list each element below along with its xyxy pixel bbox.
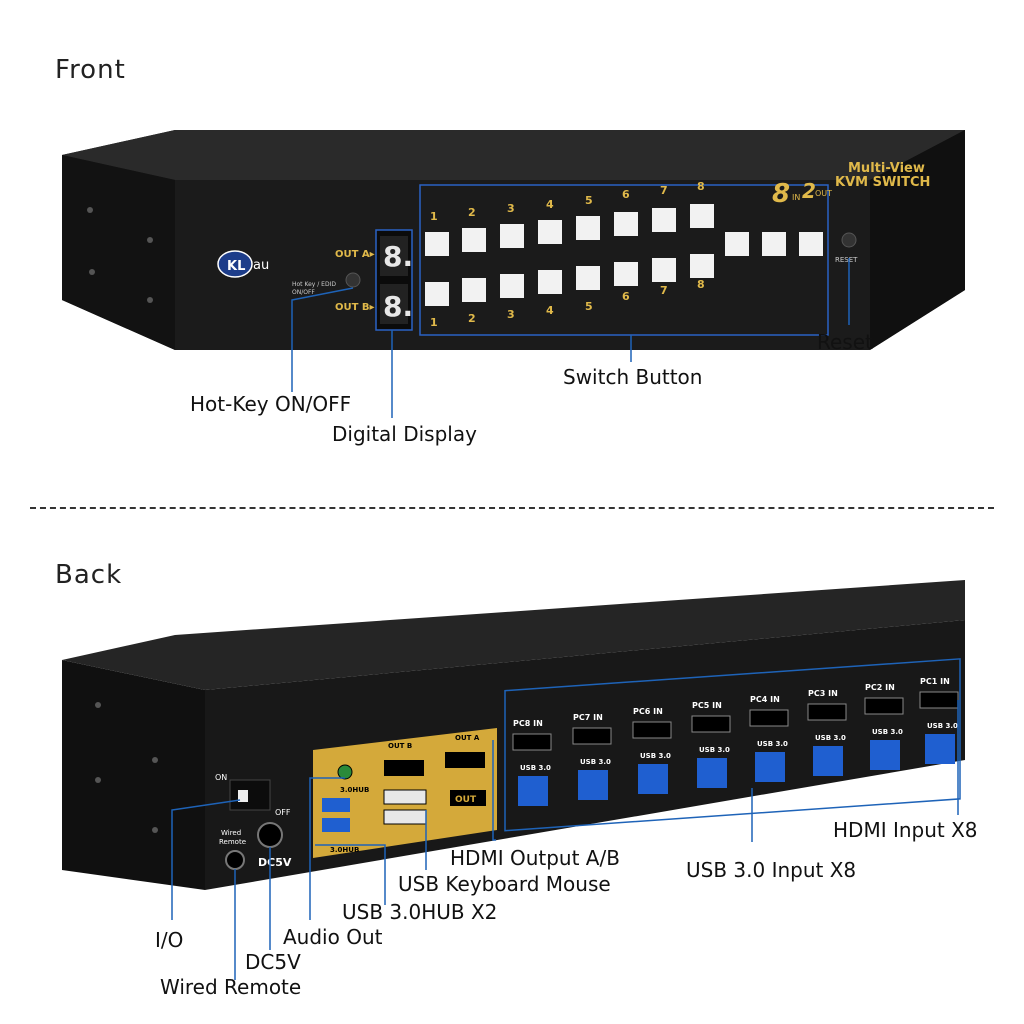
svg-text:1: 1 bbox=[430, 316, 438, 329]
svg-text:Remote: Remote bbox=[219, 838, 246, 846]
svg-text:USB 3.0: USB 3.0 bbox=[640, 752, 671, 760]
svg-text:OUT B: OUT B bbox=[388, 742, 412, 750]
dc5v-callout-label: DC5V bbox=[245, 950, 301, 974]
svg-text:USB 3.0: USB 3.0 bbox=[757, 740, 788, 748]
hdmi-input-callout-label: HDMI Input X8 bbox=[833, 818, 978, 842]
svg-text:5: 5 bbox=[585, 194, 593, 207]
svg-text:8: 8 bbox=[772, 179, 790, 209]
svg-text:8: 8 bbox=[697, 278, 705, 291]
svg-text:2: 2 bbox=[468, 312, 476, 325]
svg-text:RESET: RESET bbox=[835, 256, 858, 264]
svg-text:IN: IN bbox=[792, 193, 800, 202]
svg-text:3.0HUB: 3.0HUB bbox=[340, 786, 369, 794]
back-device-image: ON OFF Wired Remote DC5V 3.0HUB 3.0HUB O… bbox=[62, 580, 965, 980]
svg-text:OUT: OUT bbox=[455, 795, 477, 805]
front-section-title: Front bbox=[55, 55, 126, 85]
svg-text:Hot Key / EDID: Hot Key / EDID bbox=[292, 281, 336, 288]
svg-text:8.: 8. bbox=[383, 240, 413, 273]
svg-text:Multi-View: Multi-View bbox=[848, 161, 925, 176]
svg-text:8.: 8. bbox=[383, 290, 413, 323]
svg-text:ON/OFF: ON/OFF bbox=[292, 289, 315, 296]
svg-text:8: 8 bbox=[697, 180, 705, 193]
svg-text:PC2 IN: PC2 IN bbox=[865, 683, 895, 692]
svg-text:4: 4 bbox=[546, 198, 554, 211]
brand-logo: KL au bbox=[217, 250, 269, 278]
io-callout-label: I/O bbox=[155, 928, 184, 952]
svg-text:OUT: OUT bbox=[815, 189, 832, 198]
reset-callout-label: Reset bbox=[817, 330, 873, 354]
audio-out-callout-label: Audio Out bbox=[283, 925, 383, 949]
svg-text:3.0HUB: 3.0HUB bbox=[330, 846, 359, 854]
switch-callout-label: Switch Button bbox=[563, 365, 703, 389]
svg-text:OFF: OFF bbox=[275, 808, 291, 817]
svg-text:OUT A▸: OUT A▸ bbox=[335, 249, 375, 260]
svg-text:DC5V: DC5V bbox=[258, 856, 292, 869]
svg-text:3: 3 bbox=[507, 202, 515, 215]
svg-text:ON: ON bbox=[215, 773, 227, 782]
svg-text:USB 3.0: USB 3.0 bbox=[580, 758, 611, 766]
svg-text:7: 7 bbox=[660, 284, 668, 297]
svg-text:au: au bbox=[253, 258, 269, 273]
display-callout-label: Digital Display bbox=[332, 422, 477, 446]
svg-text:USB 3.0: USB 3.0 bbox=[699, 746, 730, 754]
svg-text:PC8 IN: PC8 IN bbox=[513, 719, 543, 728]
svg-text:OUT B▸: OUT B▸ bbox=[335, 302, 375, 313]
back-section-title: Back bbox=[55, 560, 123, 590]
svg-text:PC1 IN: PC1 IN bbox=[920, 677, 950, 686]
section-divider bbox=[30, 507, 994, 509]
wired-remote-callout-label: Wired Remote bbox=[160, 975, 302, 999]
svg-text:PC4 IN: PC4 IN bbox=[750, 695, 780, 704]
usb-hub-callout-label: USB 3.0HUB X2 bbox=[342, 900, 498, 924]
svg-text:USB 3.0: USB 3.0 bbox=[520, 764, 551, 772]
svg-text:1: 1 bbox=[430, 210, 438, 223]
svg-text:3: 3 bbox=[507, 308, 515, 321]
svg-text:PC5 IN: PC5 IN bbox=[692, 701, 722, 710]
usb-input-callout-label: USB 3.0 Input X8 bbox=[686, 858, 857, 882]
svg-text:Wired: Wired bbox=[221, 829, 241, 837]
svg-text:USB 3.0: USB 3.0 bbox=[927, 722, 958, 730]
svg-text:OUT A: OUT A bbox=[455, 734, 480, 742]
svg-text:5: 5 bbox=[585, 300, 593, 313]
svg-text:7: 7 bbox=[660, 184, 668, 197]
svg-text:USB 3.0: USB 3.0 bbox=[872, 728, 903, 736]
svg-text:KL: KL bbox=[227, 259, 245, 274]
hdmi-output-callout-label: HDMI Output A/B bbox=[450, 846, 620, 870]
svg-text:6: 6 bbox=[622, 290, 630, 303]
svg-text:4: 4 bbox=[546, 304, 554, 317]
front-device-image: KL au OUT A▸ OUT B▸ Hot Key / EDID ON/OF… bbox=[62, 130, 965, 418]
svg-text:USB 3.0: USB 3.0 bbox=[815, 734, 846, 742]
svg-text:6: 6 bbox=[622, 188, 630, 201]
svg-text:PC3 IN: PC3 IN bbox=[808, 689, 838, 698]
svg-text:KVM SWITCH: KVM SWITCH bbox=[835, 175, 930, 190]
svg-text:PC6 IN: PC6 IN bbox=[633, 707, 663, 716]
hotkey-callout-label: Hot-Key ON/OFF bbox=[190, 392, 352, 416]
svg-text:PC7 IN: PC7 IN bbox=[573, 713, 603, 722]
svg-text:2: 2 bbox=[468, 206, 476, 219]
usb-keyboard-mouse-callout-label: USB Keyboard Mouse bbox=[398, 872, 611, 896]
svg-text:2: 2 bbox=[802, 179, 816, 203]
